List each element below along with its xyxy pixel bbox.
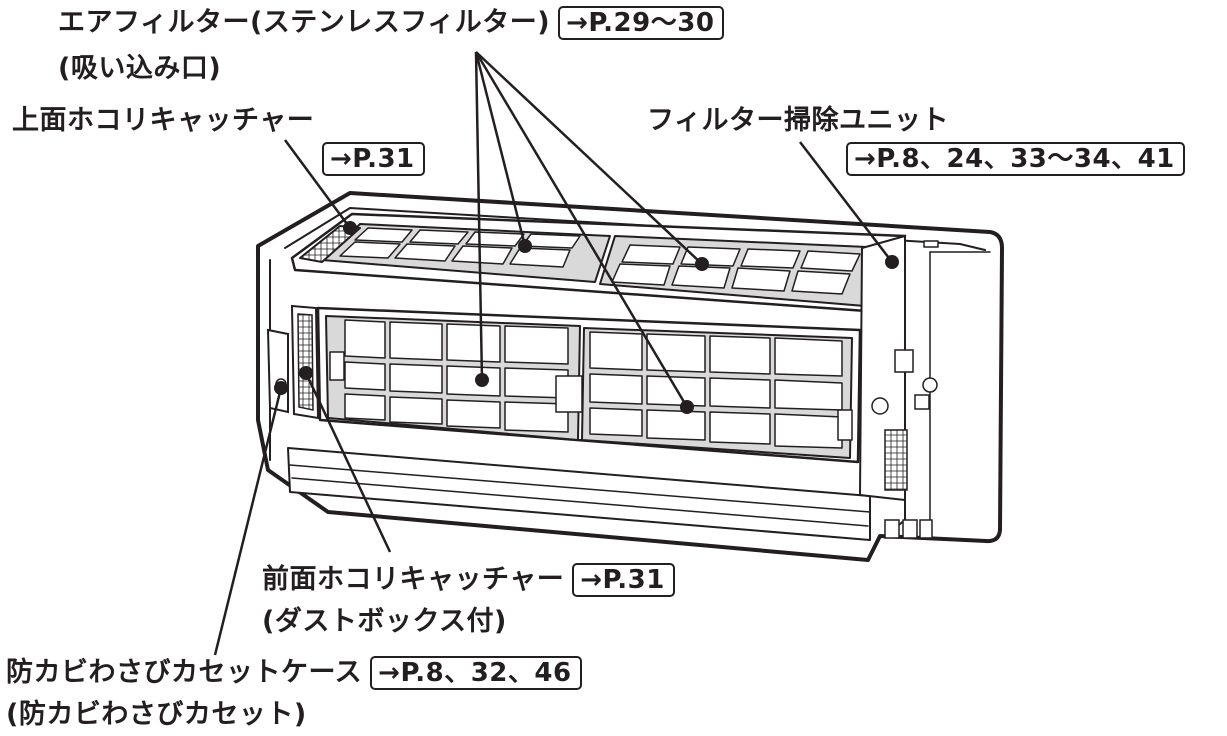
filter-cleaning-unit-page-ref[interactable]: →P.8、24、33～34、41 bbox=[846, 142, 1185, 176]
anti-mold-case-title: 防カビわさびカセットケース bbox=[6, 657, 363, 688]
leader-lines bbox=[213, 51, 893, 656]
leader-dots bbox=[274, 221, 899, 414]
anti-mold-case-subtitle: (防カビわさびカセット) bbox=[6, 699, 307, 730]
filter-cleaning-unit-label: フィルター掃除ユニット bbox=[647, 104, 949, 138]
air-filter-page-ref[interactable]: →P.29～30 bbox=[558, 6, 725, 40]
filter-cleaning-unit-ref-row: →P.8、24、33～34、41 bbox=[838, 142, 1185, 176]
top-dust-catcher-page-ref[interactable]: →P.31 bbox=[322, 142, 425, 176]
top-dust-catcher-title: 上面ホコリキャッチャー bbox=[12, 105, 315, 136]
front-dust-catcher-subtitle: (ダストボックス付) bbox=[262, 606, 507, 637]
filter-cleaning-unit-part bbox=[858, 234, 938, 539]
front-filter bbox=[316, 306, 862, 464]
anti-mold-case-label: 防カビわさびカセットケース→P.8、32、46 bbox=[6, 656, 582, 690]
air-filter-sub-label: (吸い込み口) bbox=[58, 52, 221, 86]
top-dust-catcher-label: 上面ホコリキャッチャー bbox=[12, 104, 314, 138]
front-dust-catcher-title: 前面ホコリキャッチャー bbox=[262, 564, 565, 595]
dot-air-filter-front-left bbox=[475, 373, 489, 387]
anti-mold-case-sub-label: (防カビわさびカセット) bbox=[6, 698, 307, 732]
dot-top-dust-catcher bbox=[343, 221, 357, 235]
dot-air-filter-front-right bbox=[680, 400, 694, 414]
dot-front-dust-catcher bbox=[299, 366, 313, 380]
dot-anti-mold-case bbox=[274, 381, 288, 395]
front-dust-catcher-sub-label: (ダストボックス付) bbox=[262, 605, 507, 639]
anti-mold-case-page-ref[interactable]: →P.8、32、46 bbox=[370, 656, 582, 690]
filter-cleaning-unit-title: フィルター掃除ユニット bbox=[647, 105, 949, 136]
front-dust-catcher-page-ref[interactable]: →P.31 bbox=[572, 563, 675, 597]
dot-filter-cleaning-unit bbox=[885, 255, 899, 269]
front-dust-catcher-label: 前面ホコリキャッチャー→P.31 bbox=[262, 563, 675, 597]
top-dust-catcher-ref-row: →P.31 bbox=[314, 142, 425, 176]
air-filter-label: エアフィルター(ステンレスフィルター)→P.29～30 bbox=[58, 6, 725, 40]
dot-air-filter-top-right bbox=[695, 257, 709, 271]
air-filter-subtitle: (吸い込み口) bbox=[58, 53, 222, 84]
air-filter-title: エアフィルター(ステンレスフィルター) bbox=[58, 7, 551, 38]
front-dust-catcher-part bbox=[290, 304, 320, 420]
dot-air-filter-top-left bbox=[518, 239, 532, 253]
